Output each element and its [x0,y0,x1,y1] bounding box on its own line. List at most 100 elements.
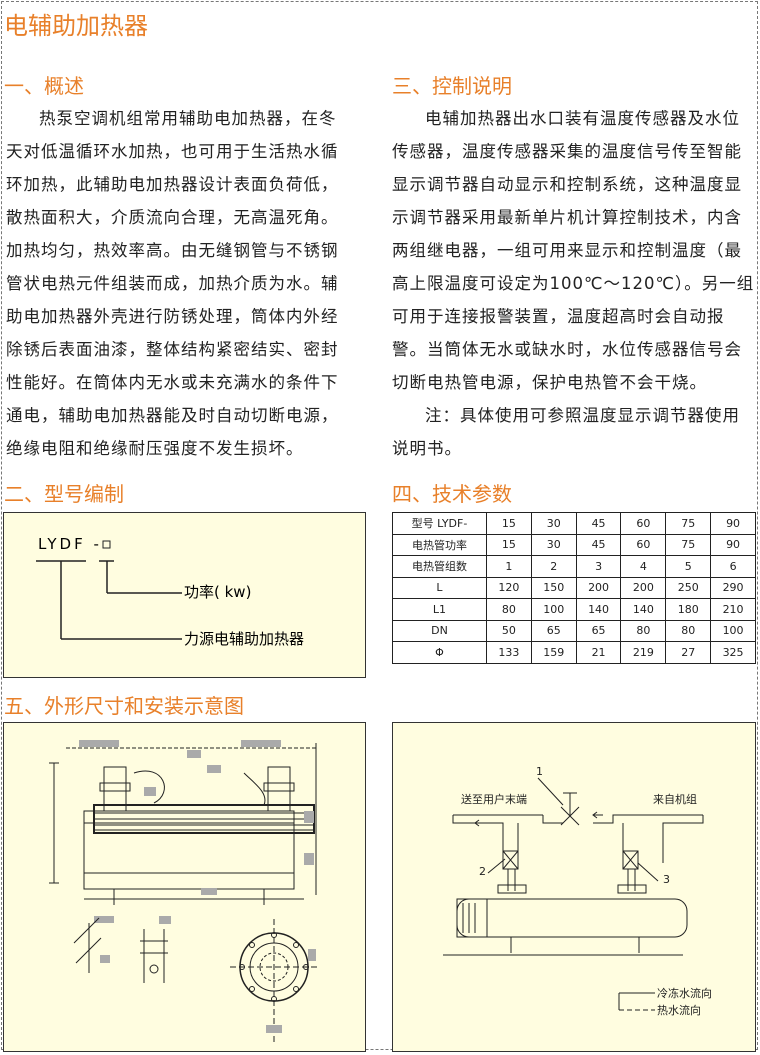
specs-heading: 四、技术参数 [392,482,512,506]
table-row: DN 50 65 65 80 80 100 [392,619,756,642]
table-cell: 6 [710,555,756,578]
table-cell: 3 [575,555,622,578]
dimension-drawing-panel [3,722,366,1052]
model-power-label: 功率( kw) [184,583,251,601]
overview-line: 除锈后表面油漆，整体结构紧密结实、密封 [6,340,339,359]
table-cell: 50 [486,619,532,642]
table-cell: 60 [620,512,667,535]
table-cell: 200 [575,576,622,599]
control-line: 两组继电器，一组可用来显示和控制温度（最 [392,241,742,260]
control-line: 切断电热管电源，保护电热管不会干烧。 [392,373,707,392]
installation-diagram: 送至用户末端 来自机组 1 2 3 冷冻水流向 热水流向 [443,765,712,1017]
table-cell: 159 [530,641,577,664]
overview-text: 热泵空调机组常用辅助电加热器，在冬 天对低温循环水加热，也可用于生活热水循 环加… [6,102,374,465]
control-text: 电辅加热器出水口装有温度传感器及水位 传感器，温度传感器采集的温度信号传至智能 … [392,102,758,465]
dimension-drawing [49,740,318,1045]
row-label: 型号 LYDF- [392,512,487,535]
table-cell: 80 [665,619,712,642]
table-cell: 60 [620,533,667,556]
table-cell: 200 [620,576,667,599]
legend-hot: 热水流向 [657,1003,701,1017]
callout-3: 3 [663,873,670,886]
row-label: L [392,576,487,599]
table-cell: 325 [710,641,756,664]
table-cell: 4 [620,555,667,578]
table-cell: 15 [486,512,532,535]
model-code-diagram: LYDF - 功率( kw) 力源电辅助加热器 [36,535,304,648]
table-cell: 219 [620,641,667,664]
callout-1: 1 [536,765,543,778]
table-row: Φ 133 159 21 219 27 325 [392,641,756,664]
table-cell: 133 [486,641,532,664]
legend-cold: 冷冻水流向 [657,986,712,1000]
control-line: 高上限温度可设定为100℃～120℃）。另一组 [392,274,755,293]
page-title: 电辅助加热器 [4,12,148,40]
overview-line: 加热均匀，热效率高。由无缝钢管与不锈钢 [6,241,339,260]
overview-line: 通电，辅助电加热器能及时自动切断电源， [6,406,339,425]
row-label: 电热管功率 [392,533,487,556]
table-cell: 100 [530,598,577,621]
control-line: 传感器，温度传感器采集的温度信号传至智能 [392,142,742,161]
model-code: LYDF - [38,535,102,553]
table-row: 电热管组数 1 2 3 4 5 6 [392,555,756,578]
model-code-box [102,540,111,549]
table-cell: 45 [575,512,622,535]
table-cell: 140 [620,598,667,621]
control-heading: 三、控制说明 [392,74,512,98]
table-cell: 65 [530,619,577,642]
label-to-user: 送至用户末端 [461,792,527,806]
row-label: 电热管组数 [392,555,487,578]
table-cell: 30 [530,512,577,535]
table-cell: 150 [530,576,577,599]
control-note: 说明书。 [392,439,462,458]
control-line: 显示调节器自动显示和控制系统，这种温度显 [392,175,742,194]
overview-line: 散热面积大，介质流向合理，无高温死角。 [6,208,339,227]
row-label: Φ [392,641,487,664]
overview-line: 热泵空调机组常用辅助电加热器，在冬 [39,109,337,128]
row-label: DN [392,619,487,642]
table-cell: 30 [530,533,577,556]
model-heading: 二、型号编制 [4,482,124,506]
table-cell: 80 [486,598,532,621]
table-cell: 5 [665,555,712,578]
table-cell: 75 [665,533,712,556]
table-cell: 65 [575,619,622,642]
control-note: 注：具体使用可参照温度显示调节器使用 [425,406,740,425]
table-cell: 180 [665,598,712,621]
table-cell: 27 [665,641,712,664]
control-line: 示调节器采用最新单片机计算控制技术，内含 [392,208,742,227]
table-row: 电热管功率 15 30 45 60 75 90 [392,533,756,556]
table-cell: 90 [710,512,756,535]
table-cell: 21 [575,641,622,664]
table-cell: 15 [486,533,532,556]
overview-line: 管状电热元件组装而成，加热介质为水。辅 [6,274,339,293]
table-cell: 290 [710,576,756,599]
table-row: L1 80 100 140 140 180 210 [392,598,756,621]
installation-diagram-panel: 送至用户末端 来自机组 1 2 3 冷冻水流向 热水流向 [392,722,756,1052]
control-line: 电辅加热器出水口装有温度传感器及水位 [425,109,740,128]
table-cell: 100 [710,619,756,642]
overview-line: 环加热，此辅助电加热器设计表面负荷低， [6,175,339,194]
table-cell: 45 [575,533,622,556]
overview-line: 助电加热器外壳进行防锈处理，筒体内外经 [6,307,339,326]
table-cell: 80 [620,619,667,642]
overview-heading: 一、概述 [4,74,84,98]
row-label: L1 [392,598,487,621]
table-cell: 250 [665,576,712,599]
control-line: 警。当筒体无水或缺水时，水位传感器信号会 [392,340,742,359]
label-from-unit: 来自机组 [653,792,697,806]
spec-table: 型号 LYDF- 15 30 45 60 75 90 电热管功率 15 30 4… [392,512,756,664]
drawings-heading: 五、外形尺寸和安装示意图 [4,694,244,718]
overview-line: 性能好。在筒体内无水或未充满水的条件下 [6,373,339,392]
table-cell: 1 [486,555,532,578]
table-cell: 75 [665,512,712,535]
table-cell: 210 [710,598,756,621]
overview-line: 天对低温循环水加热，也可用于生活热水循 [6,142,339,161]
table-cell: 90 [710,533,756,556]
table-row: L 120 150 200 200 250 290 [392,576,756,599]
table-row: 型号 LYDF- 15 30 45 60 75 90 [392,512,756,535]
overview-line: 绝缘电阻和绝缘耐压强度不发生损坏。 [6,439,304,458]
model-source-label: 力源电辅助加热器 [184,630,304,648]
table-cell: 2 [530,555,577,578]
